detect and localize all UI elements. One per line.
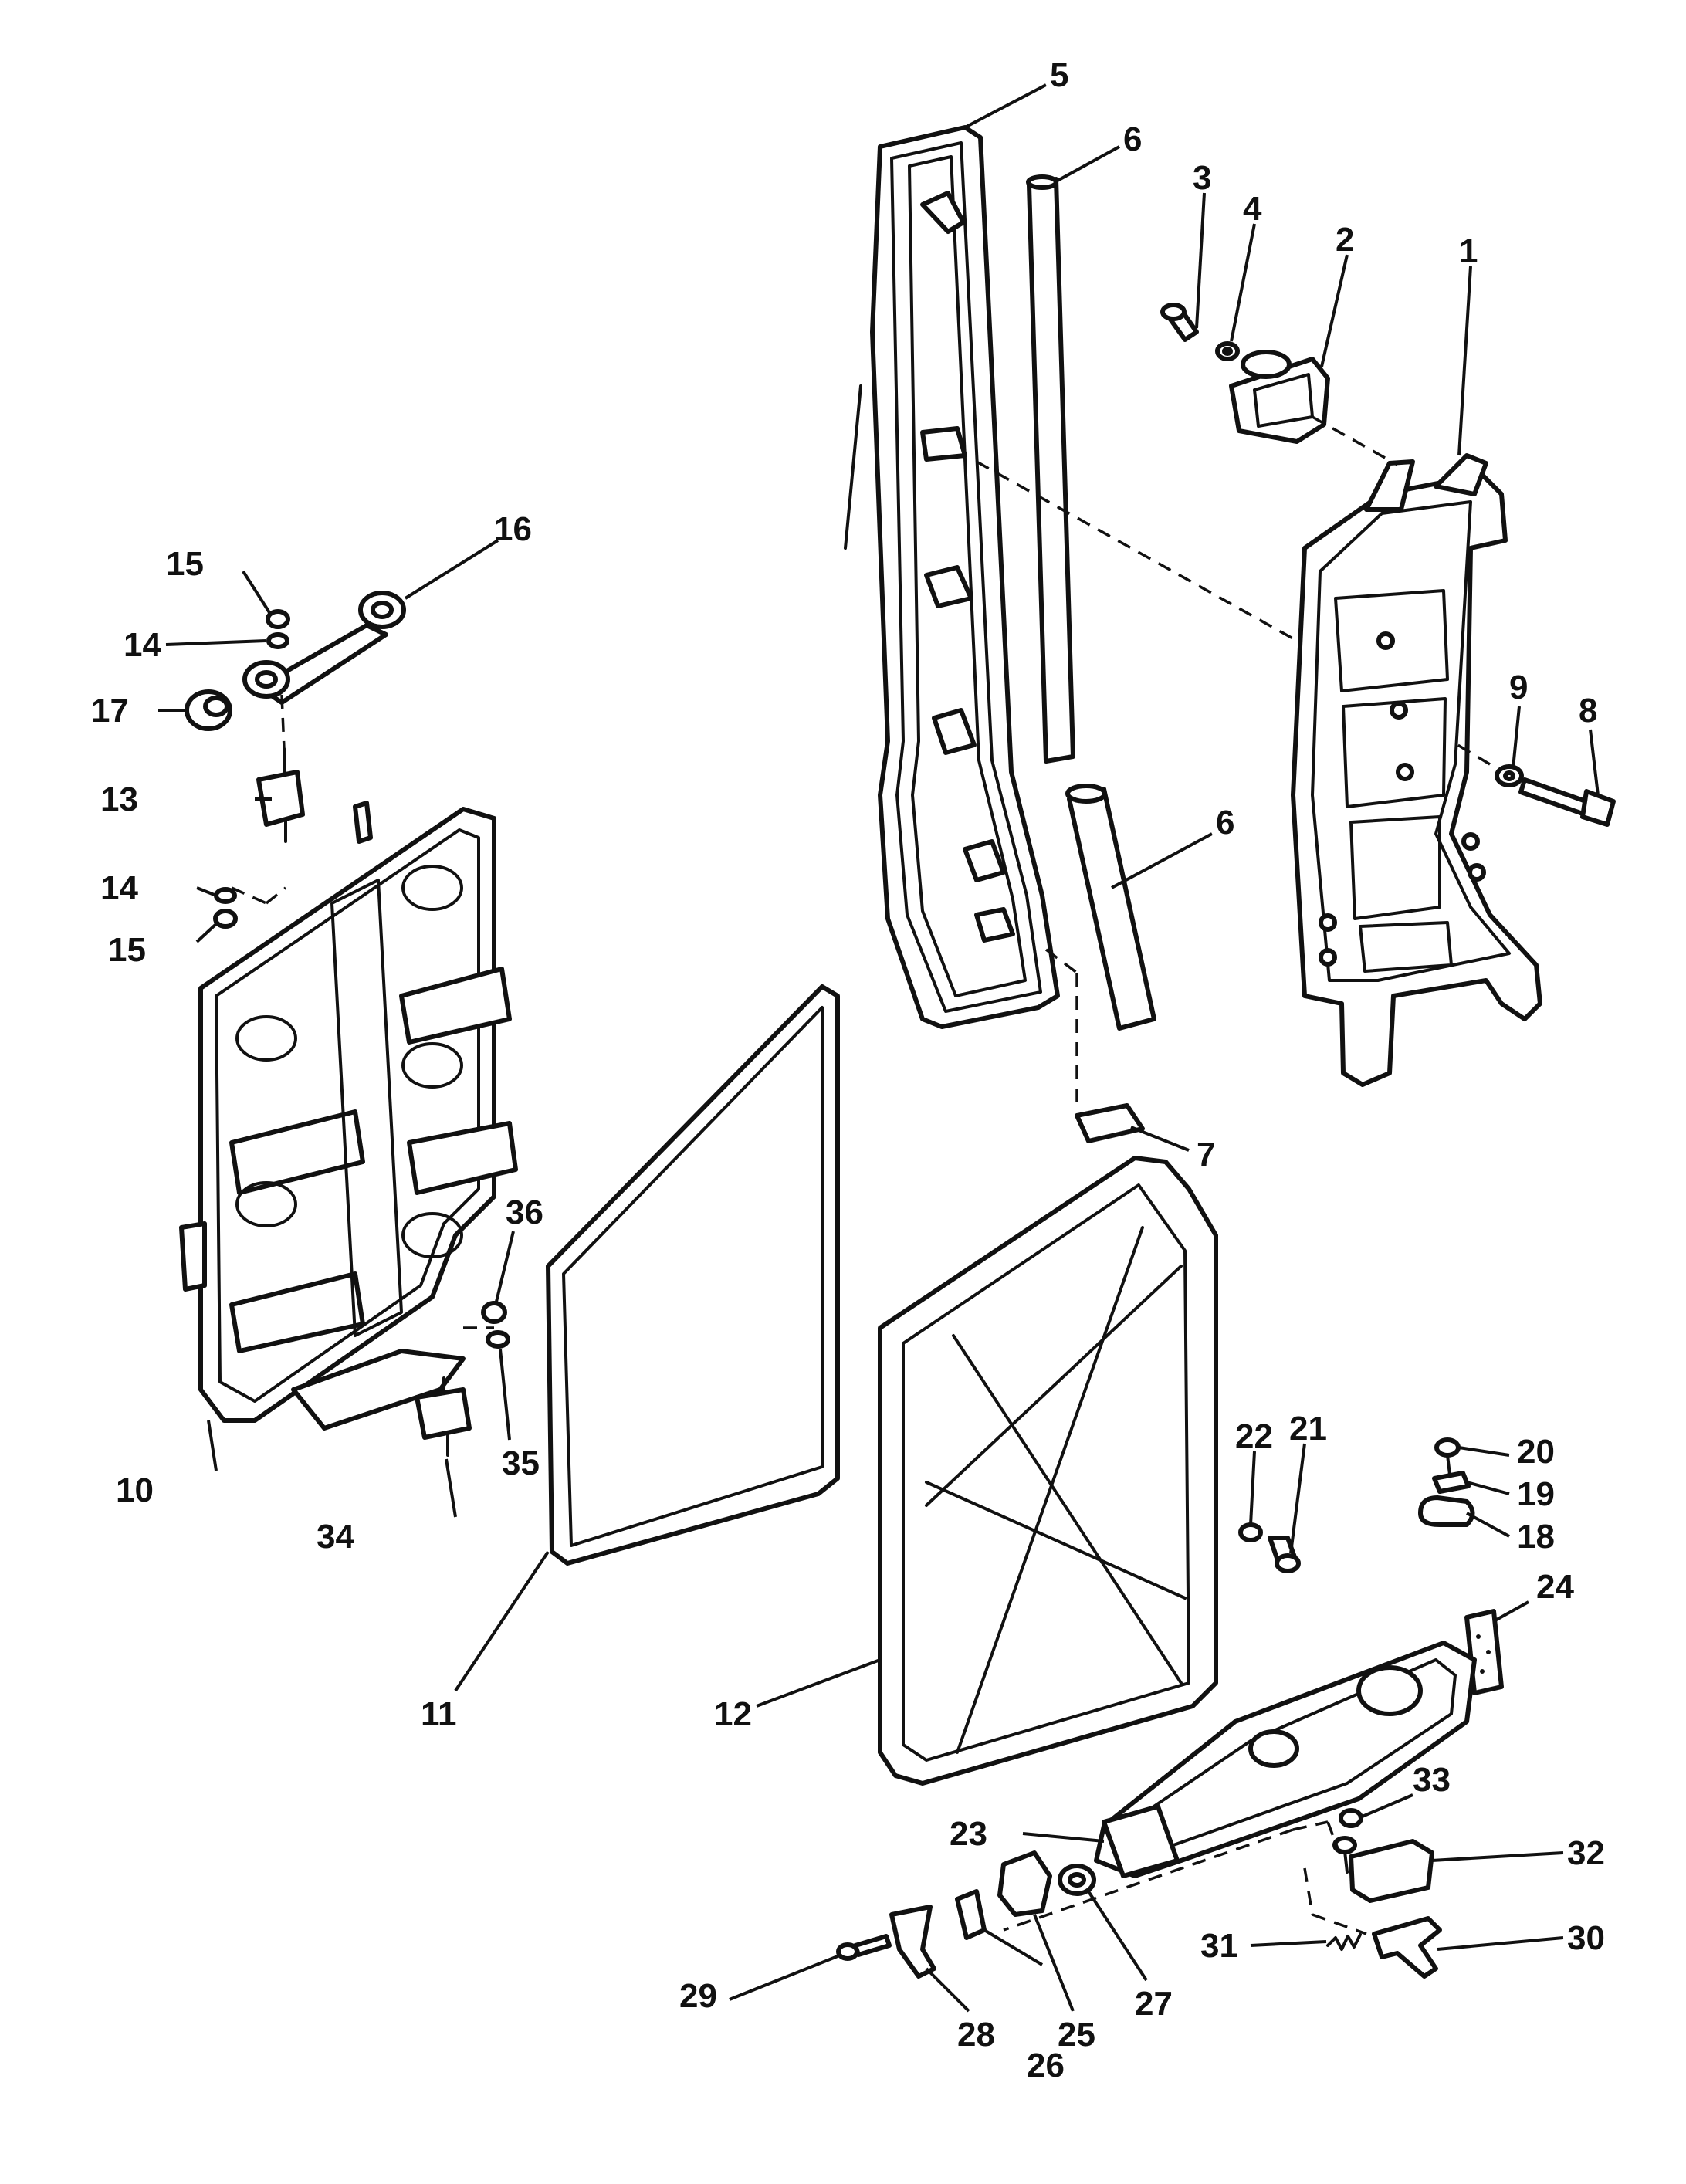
callout-22: 22: [1235, 1417, 1273, 1455]
part-28-lever: [889, 1905, 936, 1979]
callout-17: 17: [91, 692, 129, 730]
part-6-upper-rod: [1026, 174, 1075, 764]
callout-11: 11: [421, 1695, 457, 1733]
callout-28: 28: [957, 2016, 995, 2054]
part-12-cover: [878, 1156, 1218, 1786]
part-34-mount: [415, 1376, 472, 1457]
callout-18: 18: [1517, 1518, 1555, 1556]
callout-12: 12: [714, 1695, 752, 1733]
callout-32: 32: [1567, 1834, 1605, 1872]
callout-30: 30: [1567, 1919, 1605, 1957]
callout-4: 4: [1243, 190, 1262, 228]
part-26-clip: [955, 1889, 987, 1940]
part-8-bolt: [1518, 777, 1616, 827]
part-33-screw: [1332, 1836, 1357, 1874]
callout-13: 13: [100, 780, 138, 818]
part-27-bushing: [1058, 1864, 1096, 1896]
part-2-bracket: [1229, 350, 1330, 444]
leader-lines: [158, 83, 1600, 2013]
part-21-screw: [1268, 1536, 1301, 1573]
callout-14-upper: 14: [124, 626, 161, 664]
part-25-block: [997, 1850, 1052, 1917]
callout-15-lower: 15: [108, 931, 146, 969]
callout-25: 25: [1058, 2016, 1095, 2054]
callout-7: 7: [1197, 1136, 1215, 1173]
callout-29: 29: [679, 1977, 717, 2015]
part-15-nut-upper: [266, 609, 290, 629]
callout-6-upper: 6: [1123, 120, 1142, 158]
callout-31: 31: [1200, 1927, 1238, 1965]
part-29-screw: [836, 1934, 892, 1961]
callout-5: 5: [1050, 56, 1068, 94]
part-6-lower-tube: [1065, 784, 1156, 1031]
callout-8: 8: [1579, 692, 1597, 730]
callout-24: 24: [1536, 1568, 1574, 1606]
part-16-bracket-bar: [242, 591, 406, 705]
callout-35: 35: [502, 1444, 540, 1482]
part-24-foam-block: [1464, 1609, 1504, 1695]
callout-10: 10: [116, 1471, 154, 1509]
part-20-screw: [1434, 1437, 1461, 1476]
part-33-nut: [1339, 1808, 1363, 1828]
callout-3: 3: [1193, 159, 1211, 197]
callout-2: 2: [1336, 221, 1354, 259]
part-19-plate: [1432, 1471, 1471, 1494]
part-18-clamp: [1418, 1495, 1475, 1527]
part-23-arm: [1094, 1641, 1477, 1878]
callout-36: 36: [506, 1194, 543, 1231]
part-10-plate: [179, 801, 518, 1431]
part-4-washer: [1215, 341, 1240, 361]
callout-33: 33: [1413, 1761, 1451, 1799]
callout-21: 21: [1289, 1410, 1327, 1448]
part-11-gasket: [546, 984, 840, 1566]
part-14-washer-upper: [266, 632, 289, 649]
callout-26: 26: [1027, 2047, 1065, 2084]
part-3-screw: [1160, 303, 1199, 342]
part-13-mount: [256, 747, 305, 843]
part-1-frame: [1291, 453, 1542, 1087]
part-17-grommet: [185, 689, 232, 731]
part-14-washer-lower: [214, 887, 237, 904]
assembly-lines: [231, 384, 1491, 1935]
part-22-washer: [1238, 1522, 1263, 1542]
part-7-pad: [1075, 1103, 1145, 1143]
callout-34: 34: [317, 1518, 354, 1556]
callout-16: 16: [494, 510, 532, 548]
part-31-spring: [1326, 1933, 1362, 1951]
part-9-washer: [1495, 764, 1524, 787]
callout-9: 9: [1509, 669, 1528, 706]
part-32-link: [1349, 1839, 1434, 1903]
callout-labels: 1 2 3 4 5 6 6 7 8 9 10 11 12 13 14 14 15…: [91, 56, 1605, 2084]
callout-23: 23: [950, 1815, 987, 1853]
callout-1: 1: [1459, 232, 1478, 270]
callout-27: 27: [1135, 1985, 1173, 2023]
callout-15-upper: 15: [166, 545, 204, 583]
part-35-washer: [486, 1330, 510, 1349]
part-36-nut: [481, 1301, 507, 1324]
part-15-nut-lower: [213, 909, 238, 929]
callout-20: 20: [1517, 1433, 1555, 1471]
callout-19: 19: [1517, 1475, 1555, 1513]
callout-14-lower: 14: [100, 869, 138, 907]
part-5-channel-cover: [870, 125, 1060, 1029]
part-30-lever: [1372, 1916, 1442, 1979]
callout-6-lower: 6: [1216, 804, 1234, 841]
